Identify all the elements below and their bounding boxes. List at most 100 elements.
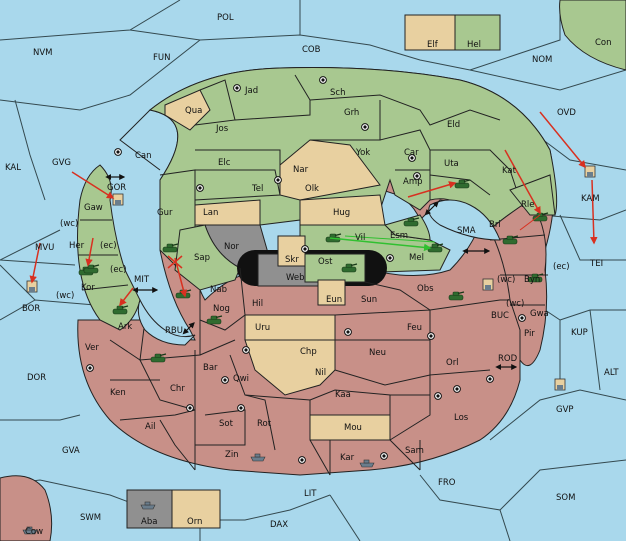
- province-label-sap[interactable]: Sap: [194, 253, 210, 263]
- province-label-skr[interactable]: Skr: [285, 255, 299, 265]
- move-order-arrow: [29, 242, 41, 284]
- province-label-uta[interactable]: Uta: [444, 159, 459, 169]
- sea-label-fro: FRO: [438, 478, 456, 488]
- province-label-gur[interactable]: Gur: [157, 208, 173, 218]
- province-label-qua[interactable]: Qua: [185, 106, 202, 116]
- province-label-nor[interactable]: Nor: [224, 242, 240, 252]
- coast-label-ec-kor: (ec): [110, 265, 127, 275]
- province-label-chp[interactable]: Chp: [300, 347, 317, 357]
- sea-label-swm: SWM: [80, 513, 101, 523]
- province-label-gaw[interactable]: Gaw: [84, 203, 103, 213]
- province-label-eld[interactable]: Eld: [447, 120, 460, 130]
- province-label-feu[interactable]: Feu: [407, 323, 422, 333]
- supply-center-icon: [186, 404, 194, 412]
- province-label-kar[interactable]: Kar: [340, 453, 355, 463]
- province-label-lan[interactable]: Lan: [203, 208, 218, 218]
- sea-label-cob: COB: [302, 45, 321, 55]
- province-label-ark[interactable]: Ark: [118, 322, 132, 332]
- supply-center-icon: [344, 328, 352, 336]
- province-label-pir[interactable]: Pir: [524, 329, 535, 339]
- sea-label-gor: GOR: [107, 183, 126, 193]
- province-label-sch[interactable]: Sch: [330, 88, 345, 98]
- retreat-unit-icon[interactable]: [26, 280, 38, 293]
- province-label-nil[interactable]: Nil: [315, 368, 326, 378]
- province-label-yok[interactable]: Yok: [355, 148, 370, 158]
- province-label-rot[interactable]: Rot: [257, 419, 272, 429]
- support-order-line: [519, 214, 541, 231]
- province-label-qwi[interactable]: Qwi: [233, 374, 249, 384]
- legend-bottom: Aba Orn: [126, 489, 221, 529]
- province-label-chr[interactable]: Chr: [170, 384, 185, 394]
- province-label-bri[interactable]: Bri: [489, 220, 501, 230]
- supply-center-icon: [486, 375, 494, 383]
- retreat-unit-icon[interactable]: [584, 165, 596, 178]
- province-label-ken[interactable]: Ken: [110, 388, 126, 398]
- province-label-olk[interactable]: Olk: [305, 184, 319, 194]
- province-label-sam[interactable]: Sam: [405, 446, 424, 456]
- province-label-rle[interactable]: Rle: [521, 200, 535, 210]
- retreat-unit-icon[interactable]: [112, 193, 124, 206]
- province-sap[interactable]: [174, 224, 241, 291]
- province-label-byn[interactable]: Byn: [524, 275, 540, 285]
- province-label-uru[interactable]: Uru: [255, 323, 270, 333]
- province-label-vil[interactable]: Vil: [355, 233, 365, 243]
- province-label-ail[interactable]: Ail: [145, 422, 156, 432]
- province-label-elc[interactable]: Elc: [218, 158, 231, 168]
- province-borders-peninsula: [78, 219, 129, 291]
- province-label-hug[interactable]: Hug: [333, 208, 350, 218]
- province-label-mou[interactable]: Mou: [344, 423, 362, 433]
- sea-label-lit: LIT: [304, 489, 317, 499]
- province-label-mel[interactable]: Mel: [409, 253, 424, 263]
- province-label-can[interactable]: Can: [135, 151, 152, 161]
- province-label-sun[interactable]: Sun: [361, 295, 377, 305]
- sea-label-kam: KAM: [581, 194, 600, 204]
- province-label-jad[interactable]: Jad: [244, 86, 258, 96]
- sea-label-gva: GVA: [62, 446, 80, 456]
- province-qua[interactable]: [164, 89, 211, 131]
- sea-label-fun: FUN: [153, 53, 170, 63]
- province-label-car[interactable]: Car: [404, 148, 419, 158]
- province-label-orl[interactable]: Orl: [446, 358, 459, 368]
- province-label-nog[interactable]: Nog: [213, 304, 230, 314]
- province-label-gwa[interactable]: Gwa: [530, 309, 549, 319]
- province-label-her[interactable]: Her: [69, 241, 85, 251]
- move-order-arrow: [407, 181, 457, 198]
- province-label-los[interactable]: Los: [454, 413, 469, 423]
- retreat-unit-icon[interactable]: [554, 378, 566, 391]
- province-label-esm[interactable]: Esm: [390, 231, 408, 241]
- province-label-grh[interactable]: Grh: [344, 108, 359, 118]
- move-order-arrow: [85, 237, 94, 267]
- sea-label-dax: DAX: [270, 520, 288, 530]
- sea-label-kup: KUP: [571, 328, 588, 338]
- coast-label-ec-her: (ec): [100, 241, 117, 251]
- province-label-eun[interactable]: Eun: [326, 295, 342, 305]
- canal-link-icon: [424, 201, 439, 216]
- supply-center-icon: [427, 332, 435, 340]
- legend-bottom-right: Orn: [187, 517, 202, 527]
- province-label-tel[interactable]: Tel: [251, 184, 263, 194]
- sea-label-som: SOM: [556, 493, 575, 503]
- province-label-kaa[interactable]: Kaa: [335, 390, 351, 400]
- province-label-jos[interactable]: Jos: [215, 124, 229, 134]
- province-label-ver[interactable]: Ver: [85, 343, 99, 353]
- supply-center-icon: [518, 314, 526, 322]
- province-label-neu[interactable]: Neu: [369, 348, 386, 358]
- province-label-bar[interactable]: Bar: [203, 363, 218, 373]
- province-label-web[interactable]: Web: [286, 273, 305, 283]
- province-label-sot[interactable]: Sot: [219, 419, 234, 429]
- province-label-obs[interactable]: Obs: [417, 284, 434, 294]
- province-label-amp[interactable]: Amp: [403, 177, 423, 187]
- legend-top: Elf Hel: [404, 14, 501, 51]
- province-label-ost[interactable]: Ost: [318, 257, 333, 267]
- province-label-nab[interactable]: Nab: [210, 285, 227, 295]
- province-label-hil[interactable]: Hil: [252, 299, 263, 309]
- province-eun[interactable]: [317, 279, 346, 306]
- province-label-zin[interactable]: Zin: [225, 450, 239, 460]
- province-label-kat[interactable]: Kat: [502, 166, 517, 176]
- province-label-nar[interactable]: Nar: [293, 165, 309, 175]
- province-label-kor[interactable]: Kor: [81, 283, 95, 293]
- coast-label-wc-byn: (wc): [497, 275, 515, 285]
- sea-label-rod: ROD: [498, 354, 518, 364]
- retreat-unit-icon[interactable]: [482, 278, 494, 291]
